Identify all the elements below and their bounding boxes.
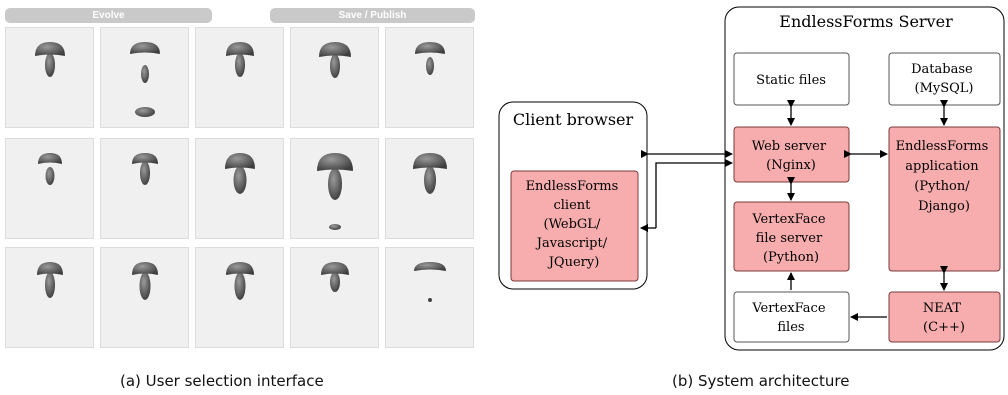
mushroom-cell[interactable] <box>100 247 189 348</box>
mushroom-stem <box>45 53 55 77</box>
mushroom-stem <box>45 167 55 185</box>
mushroom-cell[interactable] <box>5 138 94 239</box>
mushroom-cell[interactable] <box>195 247 284 348</box>
mushroom-cell[interactable] <box>290 27 379 128</box>
mushroom-cell[interactable] <box>100 27 189 128</box>
mushroom-stem <box>328 168 342 200</box>
mushroom-cap <box>414 262 446 271</box>
client-browser-title: Client browser <box>513 110 634 129</box>
svg-text:NEAT (C++): NEAT (C++) <box>923 301 965 335</box>
svg-text:EndlessForms application: EndlessForms application (Python/ Django… <box>896 139 993 214</box>
caption-system-architecture: (b) System architecture <box>672 372 850 390</box>
mushroom-cell[interactable] <box>290 247 379 348</box>
node-database: Database (MySQL) <box>888 52 1001 106</box>
node-web-server: Web server (Nginx) <box>733 126 850 183</box>
node-neat: NEAT (C++) <box>888 291 1001 343</box>
caption-user-selection: (a) User selection interface <box>120 372 324 390</box>
node-client: EndlessForms client (WebGL/ Javascript/ … <box>510 170 639 282</box>
mushroom-stem <box>140 161 150 185</box>
mushroom-stem <box>424 166 436 194</box>
mushroom-stem <box>45 272 55 298</box>
svg-text:VertexFace file server: VertexFace file server (Python) <box>751 212 829 265</box>
mushroom-cap <box>226 42 254 56</box>
svg-text:EndlessForms client: EndlessForms client (WebGL/ Javascript/ … <box>526 179 623 270</box>
mushroom-cap <box>132 153 158 164</box>
mushroom-cap <box>321 262 349 275</box>
mushroom-cell[interactable] <box>385 138 474 239</box>
mushroom-cap <box>35 42 65 56</box>
svg-text:Database (MySQL): Database (MySQL) <box>911 62 977 96</box>
mushroom-stem <box>330 54 340 78</box>
save-publish-button[interactable]: Save / Publish <box>270 8 475 23</box>
svg-text:Web server (Nginx): Web server (Nginx) <box>752 139 830 173</box>
mushroom-cell[interactable] <box>100 138 189 239</box>
mushroom-stem <box>139 272 151 300</box>
mushroom-stem <box>330 272 340 292</box>
mushroom-cap <box>413 153 447 169</box>
node-static-files: Static files <box>733 52 850 106</box>
mushroom-stem <box>233 166 247 194</box>
mushroom-cap <box>226 262 254 275</box>
svg-text:VertexFace files: VertexFace files <box>751 301 829 335</box>
mushroom-stem <box>426 57 434 75</box>
mushroom-cell[interactable] <box>385 27 474 128</box>
mushroom-cap <box>415 42 445 54</box>
user-selection-interface: Evolve Save / Publish <box>5 6 475 352</box>
mushroom-fragment <box>428 298 432 302</box>
mushroom-grid <box>5 27 475 351</box>
svg-text:Static files: Static files <box>756 73 826 88</box>
mushroom-cap <box>132 262 158 275</box>
mushroom-fragment <box>135 107 155 117</box>
mushroom-cell[interactable] <box>5 27 94 128</box>
mushroom-cell[interactable] <box>290 138 379 239</box>
mushroom-cell[interactable] <box>195 27 284 128</box>
mushroom-cap <box>130 42 160 54</box>
mushroom-cell[interactable] <box>385 247 474 348</box>
server-title: EndlessForms Server <box>779 12 953 31</box>
edge-client-to-webserver <box>655 159 733 228</box>
node-endlessforms-application: EndlessForms application (Python/ Django… <box>888 126 1001 272</box>
mushroom-stem <box>141 65 149 83</box>
mushroom-cap <box>225 153 255 169</box>
mushroom-fragment <box>329 224 341 230</box>
mushroom-cell[interactable] <box>195 138 284 239</box>
evolve-button[interactable]: Evolve <box>5 8 212 23</box>
mushroom-stem <box>234 272 246 300</box>
mushroom-cap <box>37 262 63 275</box>
mushroom-cap <box>319 42 351 57</box>
node-vertexface-files: VertexFace files <box>733 291 850 343</box>
mushroom-stem <box>235 53 245 77</box>
mushroom-cap <box>317 153 353 171</box>
mushroom-cell[interactable] <box>5 247 94 348</box>
mushroom-cap <box>38 153 62 164</box>
node-vertexface-file-server: VertexFace file server (Python) <box>733 201 850 272</box>
